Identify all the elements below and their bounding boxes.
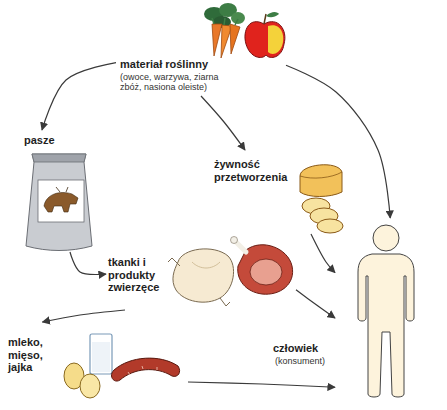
node-label: żywność przetworzenia (214, 158, 298, 183)
chicken (168, 249, 234, 306)
node-note: (konsument) (275, 356, 335, 366)
flow-node: tkanki i produkty zwierzęce (106, 238, 296, 310)
leafy-greens (204, 3, 245, 28)
eggs-milk-sausage (64, 334, 180, 398)
flow-arrow (286, 65, 390, 218)
apple (245, 12, 285, 57)
flow-arrow (201, 96, 245, 150)
flow-node: materiał roślinny(owoce, warzywa, ziarna… (116, 8, 286, 96)
carrots (212, 18, 240, 58)
node-label: tkanki i produkty zwierzęce (108, 256, 170, 294)
feed-bag (26, 154, 92, 251)
flow-arrow (70, 252, 106, 275)
node-note: (owoce, warzywa, ziarna zbóż, nasiona ol… (120, 72, 240, 93)
flow-node: pasze (18, 130, 98, 252)
bread (300, 165, 343, 233)
node-label: pasze (24, 134, 84, 147)
flow-arrow (42, 310, 125, 322)
flow-node: mleko, mięso, jajka (6, 322, 188, 402)
flow-node: człowiek(konsument) (335, 218, 427, 400)
human-figure (358, 225, 414, 397)
flow-arrow (42, 63, 116, 130)
flow-node: żywność przetworzenia (212, 150, 344, 234)
node-label: materiał roślinny (120, 58, 240, 71)
flow-arrow (296, 290, 335, 318)
flow-arrow (311, 234, 335, 273)
node-label: mleko, mięso, jajka (8, 336, 54, 374)
node-label: człowiek (273, 342, 333, 355)
ham (231, 237, 293, 295)
flow-arrow (188, 382, 335, 387)
